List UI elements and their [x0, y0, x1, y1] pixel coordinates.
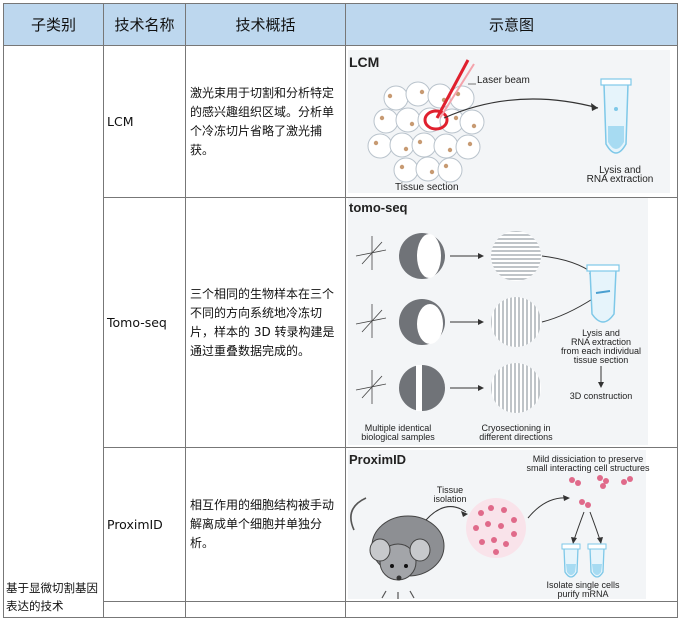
- laser-target: [423, 109, 449, 131]
- flow-arrows: [450, 255, 480, 389]
- isolate-line-1: Isolate single cells: [546, 580, 620, 590]
- figure-cell: tomo-seq: [345, 197, 678, 448]
- tech-name: [103, 601, 186, 618]
- cryo-line-1: Cryosectioning in: [481, 423, 550, 433]
- mouse-icon: [350, 497, 445, 599]
- tissue-piece: [466, 498, 526, 558]
- lysis-label: Lysis and: [599, 165, 641, 176]
- header-row: 子类别 技术名称 技术概括 示意图: [3, 3, 678, 46]
- tissue-line-2: isolation: [433, 494, 466, 504]
- tech-summary: 三个相同的生物样本在三个不同的方向系统地冷冻切片，样本的 3D 转录构建是通过重…: [185, 197, 346, 448]
- rna-label: RNA extraction: [587, 174, 654, 185]
- cryo-line-2: different directions: [479, 432, 553, 442]
- tech-summary: [185, 601, 346, 618]
- sample-spheres: [399, 233, 445, 411]
- figure-cell: LCM: [345, 45, 678, 198]
- lysis-line-4: tissue section: [574, 355, 629, 365]
- tube-icon: [561, 543, 607, 578]
- lysis-line-2: RNA extraction: [571, 337, 631, 347]
- tech-summary: 激光束用于切割和分析特定的感兴趣组织区域。分析单个冷冻切片省略了激光捕获。: [185, 45, 346, 198]
- tube-icon: [600, 78, 632, 154]
- axis-icons: [355, 236, 387, 404]
- tomo-title: tomo-seq: [349, 200, 408, 215]
- header-tech-name: 技术名称: [103, 3, 186, 46]
- table-row: ProximID 相互作用的细胞结构被手动解离成单个细胞并单独分析。 Proxi…: [4, 447, 678, 602]
- tech-name: ProximID: [103, 447, 186, 602]
- laser-label: Laser beam: [477, 75, 530, 86]
- lysis-line-1: Lysis and: [582, 328, 620, 338]
- multiple-line-2: biological samples: [361, 432, 435, 442]
- table-row: 基于显微切割基因表达的技术 LCM 激光束用于切割和分析特定的感兴趣组织区域。分…: [3, 45, 678, 618]
- mild-line-1: Mild dissiciation to preserve: [533, 454, 644, 464]
- lcm-diagram: LCM: [346, 46, 677, 197]
- proximid-title: ProximID: [349, 452, 406, 467]
- tech-name: Tomo-seq: [103, 197, 186, 448]
- tissue-line-1: Tissue: [437, 485, 463, 495]
- construction-label: 3D construction: [570, 391, 633, 401]
- proximid-diagram: ProximID Tissue isola: [346, 448, 677, 601]
- header-category: 子类别: [3, 3, 104, 46]
- tube-icon: [586, 264, 620, 323]
- lysis-line-3: from each individual: [561, 346, 641, 356]
- transfer-arrow: [443, 98, 599, 119]
- tech-summary: 相互作用的细胞结构被手动解离成单个细胞并单独分析。: [185, 447, 346, 602]
- cell-clusters: [569, 475, 633, 508]
- technique-table: 子类别 技术名称 技术概括 示意图 基于显微切割基因表达的技术 LCM 激光束用…: [3, 3, 678, 618]
- header-figure: 示意图: [345, 3, 678, 46]
- sectioned-spheres: [491, 231, 541, 413]
- laser-beam: [435, 59, 470, 119]
- isolate-line-2: purify mRNA: [557, 589, 608, 599]
- category-cell: 基于显微切割基因表达的技术: [3, 45, 104, 618]
- tissue-label: Tissue section: [395, 182, 459, 193]
- lcm-title: LCM: [349, 54, 379, 70]
- table-row: [4, 601, 678, 618]
- figure-cell: [345, 601, 678, 618]
- tomo-seq-diagram: tomo-seq: [346, 198, 677, 447]
- tech-name: LCM: [103, 45, 186, 198]
- figure-cell: ProximID Tissue isola: [345, 447, 678, 602]
- multiple-line-1: Multiple identical: [365, 423, 432, 433]
- header-summary: 技术概括: [185, 3, 346, 46]
- mild-line-2: small interacting cell structures: [526, 463, 650, 473]
- table-row: Tomo-seq 三个相同的生物样本在三个不同的方向系统地冷冻切片，样本的 3D…: [4, 197, 678, 448]
